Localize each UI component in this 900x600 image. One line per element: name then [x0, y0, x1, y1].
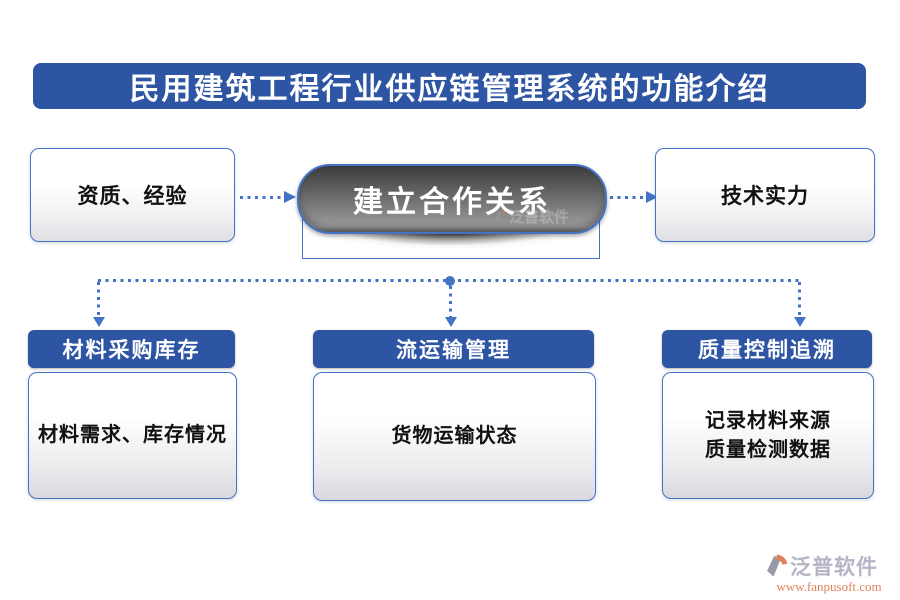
connector-center-drop-line — [449, 286, 452, 318]
brand-watermark: 泛普软件 www.fanpusoft.com — [763, 551, 895, 595]
connector-left-drop-line — [97, 282, 100, 318]
technical-strength-label: 技术实力 — [721, 184, 809, 208]
material-procurement-header-label: 材料采购库存 — [62, 338, 201, 362]
quality-traceability-body: 记录材料来源 质量检测数据 — [662, 372, 874, 499]
material-procurement-body: 材料需求、库存情况 — [28, 372, 237, 499]
pill-watermark: 泛普软件 — [492, 206, 569, 227]
qualification-experience-box: 资质、经验 — [30, 148, 235, 242]
watermark-brand-text: 泛普软件 — [790, 555, 878, 579]
watermark-url-text: www.fanpusoft.com — [776, 579, 882, 594]
technical-strength-box: 技术实力 — [655, 148, 875, 242]
material-procurement-header: 材料采购库存 — [28, 330, 235, 368]
qualification-experience-label: 资质、经验 — [77, 184, 188, 208]
quality-traceability-header: 质量控制追溯 — [662, 330, 872, 368]
arrow-down-icon — [793, 317, 806, 327]
quality-traceability-body-line1: 记录材料来源 — [705, 409, 831, 432]
arrow-down-icon — [92, 317, 105, 327]
pill-reflection-shadow — [303, 231, 597, 256]
cooperation-pill-label: 建立合作关系 — [353, 186, 551, 219]
fanpu-logo-icon — [494, 209, 507, 223]
page-title: 民用建筑工程行业供应链管理系统的功能介绍 — [33, 63, 866, 109]
arrow-left-to-pill-line — [240, 196, 286, 199]
connector-junction-dot — [445, 276, 455, 286]
fanpu-logo-icon — [767, 554, 788, 577]
arrow-pill-to-right-line — [610, 196, 650, 199]
logistics-transport-header: 流运输管理 — [313, 330, 594, 368]
quality-traceability-body-line2: 质量检测数据 — [705, 438, 831, 461]
material-procurement-body-text: 材料需求、库存情况 — [38, 424, 227, 446]
arrow-right-icon — [284, 191, 296, 203]
logistics-transport-header-label: 流运输管理 — [396, 338, 511, 362]
connector-right-drop-line — [798, 282, 801, 318]
logistics-transport-body-text: 货物运输状态 — [391, 425, 518, 447]
pill-watermark-text: 泛普软件 — [509, 210, 570, 226]
quality-traceability-header-label: 质量控制追溯 — [698, 338, 836, 362]
logistics-transport-body: 货物运输状态 — [313, 372, 596, 501]
cooperation-pill: 建立合作关系 — [297, 164, 607, 234]
arrow-down-icon — [444, 317, 457, 327]
